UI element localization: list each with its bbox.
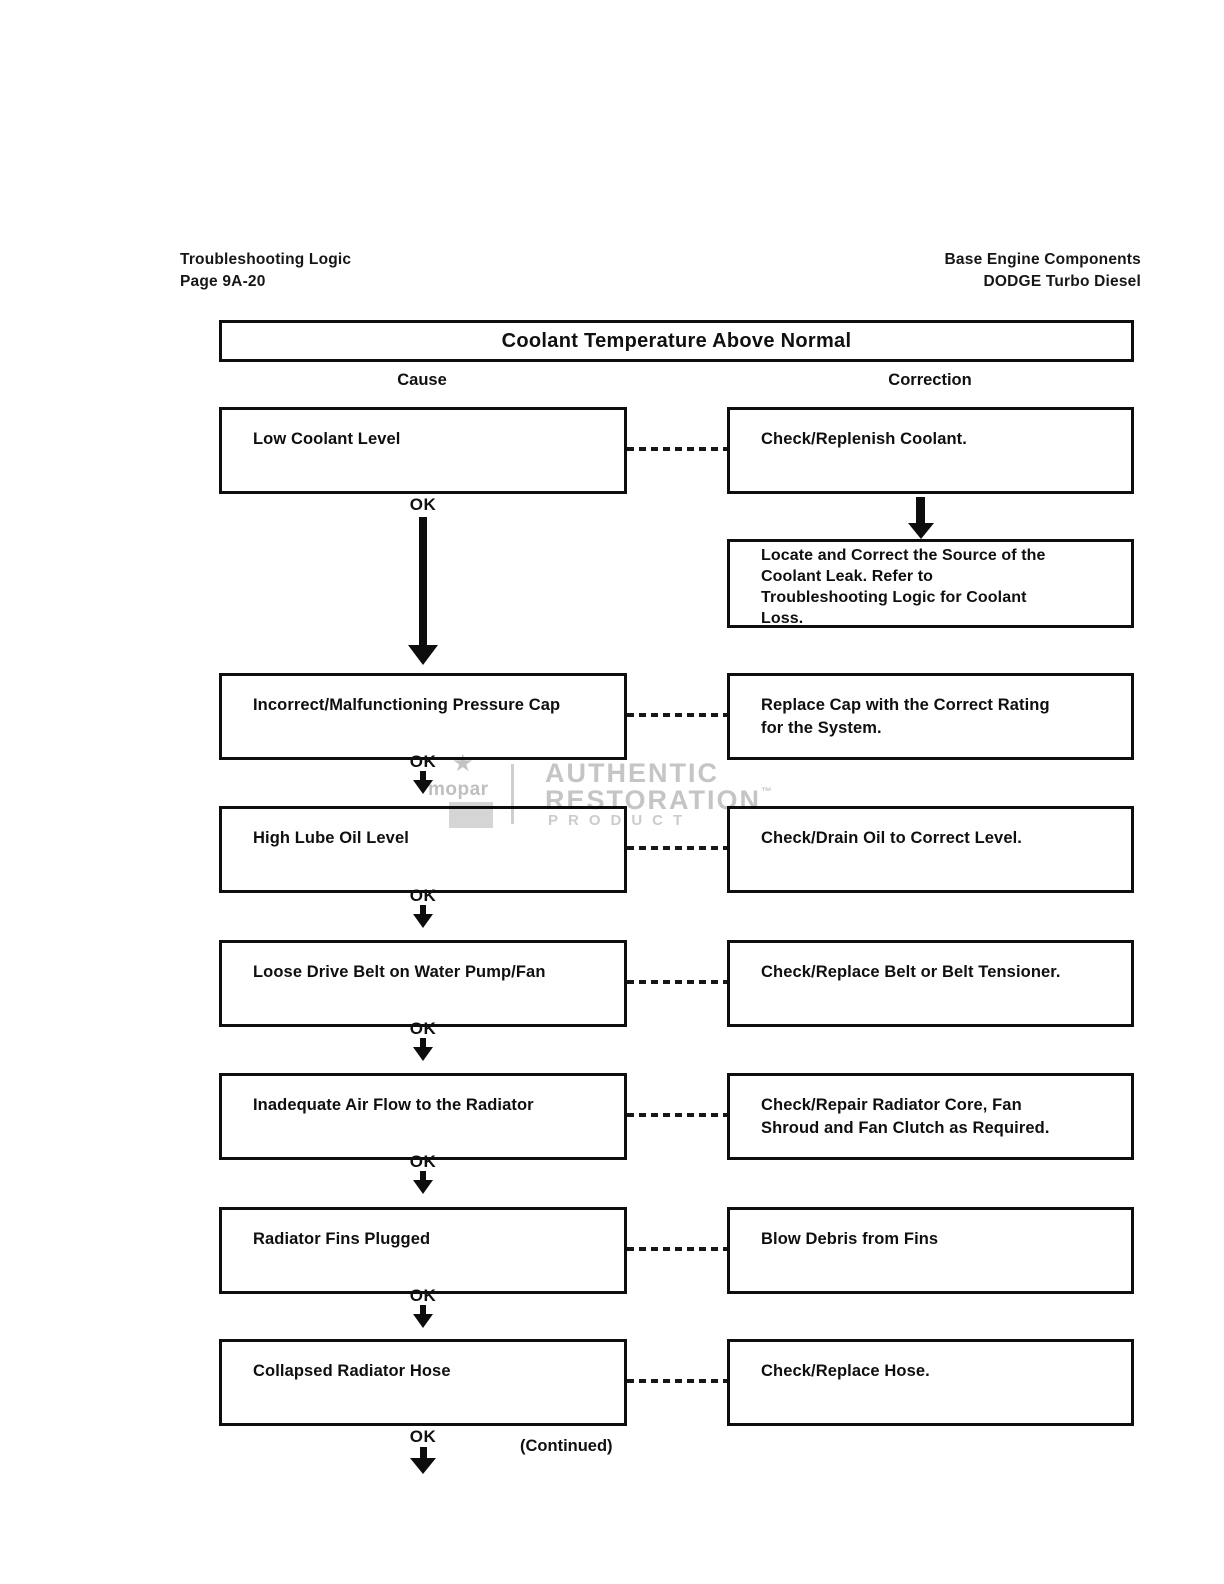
- down-arrow-icon: [410, 1458, 436, 1474]
- watermark-line1: AUTHENTIC: [545, 758, 719, 788]
- cause-text: Low Coolant Level: [253, 430, 401, 448]
- down-arrow-shaft: [419, 517, 427, 647]
- header-right-line2: DODGE Turbo Diesel: [983, 273, 1141, 290]
- cause-box-loose-drive-belt: Loose Drive Belt on Water Pump/Fan: [219, 940, 627, 1027]
- down-arrow-shaft: [420, 1305, 426, 1315]
- down-arrow-shaft: [420, 1447, 427, 1459]
- down-arrow-shaft: [420, 771, 426, 781]
- correction-text: Check/Replace Hose.: [761, 1362, 930, 1380]
- correction-box-replace-cap: Replace Cap with the Correct Rating for …: [727, 673, 1134, 760]
- down-arrow-icon: [413, 1047, 433, 1061]
- cause-text: Loose Drive Belt on Water Pump/Fan: [253, 963, 546, 981]
- correction-box-repair-radiator-core: Check/Repair Radiator Core, Fan Shroud a…: [727, 1073, 1134, 1160]
- mopar-wordmark: mopar: [428, 779, 489, 800]
- cause-box-radiator-fins-plugged: Radiator Fins Plugged: [219, 1207, 627, 1294]
- ok-label: OK: [409, 495, 437, 514]
- dashed-connector: [627, 846, 727, 850]
- correction-text: Check/Drain Oil to Correct Level.: [761, 829, 1022, 847]
- ok-label: OK: [409, 1152, 437, 1171]
- down-arrow-icon: [908, 523, 934, 539]
- cause-box-high-lube-oil: High Lube Oil Level: [219, 806, 627, 893]
- correction-text: Check/Repair Radiator Core, Fan Shroud a…: [761, 1096, 1050, 1137]
- column-label-correction: Correction: [888, 371, 972, 389]
- correction-box-locate-coolant-leak: Locate and Correct the Source of the Coo…: [727, 539, 1134, 628]
- cause-box-low-coolant-level: Low Coolant Level: [219, 407, 627, 494]
- correction-box-replace-hose: Check/Replace Hose.: [727, 1339, 1134, 1426]
- cause-box-inadequate-air-flow: Inadequate Air Flow to the Radiator: [219, 1073, 627, 1160]
- flowchart-title-box: Coolant Temperature Above Normal: [219, 320, 1134, 362]
- cause-box-collapsed-radiator-hose: Collapsed Radiator Hose: [219, 1339, 627, 1426]
- down-arrow-icon: [408, 645, 438, 665]
- cause-text: Incorrect/Malfunctioning Pressure Cap: [253, 696, 561, 714]
- ok-label: OK: [409, 1427, 437, 1446]
- correction-box-blow-debris: Blow Debris from Fins: [727, 1207, 1134, 1294]
- down-arrow-icon: [413, 1180, 433, 1194]
- correction-text: Check/Replace Belt or Belt Tensioner.: [761, 963, 1061, 981]
- correction-text: Blow Debris from Fins: [761, 1230, 939, 1248]
- ok-label: OK: [409, 886, 437, 905]
- dashed-connector: [627, 447, 727, 451]
- correction-box-drain-oil: Check/Drain Oil to Correct Level.: [727, 806, 1134, 893]
- down-arrow-icon: [413, 1314, 433, 1328]
- down-arrow-shaft: [420, 1038, 426, 1048]
- cause-text: High Lube Oil Level: [253, 829, 409, 847]
- cause-text: Collapsed Radiator Hose: [253, 1362, 451, 1380]
- dashed-connector: [627, 1113, 727, 1117]
- continued-label: (Continued): [520, 1437, 613, 1455]
- dashed-connector: [627, 713, 727, 717]
- dashed-connector: [627, 1379, 727, 1383]
- trademark-symbol: ™: [761, 786, 773, 798]
- header-left: Troubleshooting Logic Page 9A-20: [180, 249, 351, 293]
- cause-text: Inadequate Air Flow to the Radiator: [253, 1096, 534, 1114]
- header-left-line1: Troubleshooting Logic: [180, 251, 352, 268]
- correction-box-replenish-coolant: Check/Replenish Coolant.: [727, 407, 1134, 494]
- cause-box-pressure-cap: Incorrect/Malfunctioning Pressure Cap: [219, 673, 627, 760]
- down-arrow-shaft: [916, 497, 925, 524]
- down-arrow-icon: [413, 914, 433, 928]
- header-right-line1: Base Engine Components: [944, 251, 1141, 268]
- ok-label: OK: [409, 752, 437, 771]
- column-label-cause: Cause: [397, 371, 447, 389]
- cause-text: Radiator Fins Plugged: [253, 1230, 431, 1248]
- down-arrow-shaft: [420, 1171, 426, 1181]
- correction-text: Check/Replenish Coolant.: [761, 430, 967, 448]
- correction-text: Replace Cap with the Correct Rating for …: [761, 696, 1050, 737]
- header-left-line2: Page 9A-20: [180, 273, 266, 290]
- down-arrow-icon: [413, 780, 433, 794]
- header-right: Base Engine Components DODGE Turbo Diese…: [945, 249, 1141, 293]
- flowchart-title: Coolant Temperature Above Normal: [501, 330, 852, 352]
- down-arrow-shaft: [420, 905, 426, 915]
- ok-label: OK: [409, 1019, 437, 1038]
- ok-label: OK: [409, 1286, 437, 1305]
- correction-box-replace-belt: Check/Replace Belt or Belt Tensioner.: [727, 940, 1134, 1027]
- dashed-connector: [627, 980, 727, 984]
- dashed-connector: [627, 1247, 727, 1251]
- correction-text: Locate and Correct the Source of the Coo…: [761, 547, 1046, 627]
